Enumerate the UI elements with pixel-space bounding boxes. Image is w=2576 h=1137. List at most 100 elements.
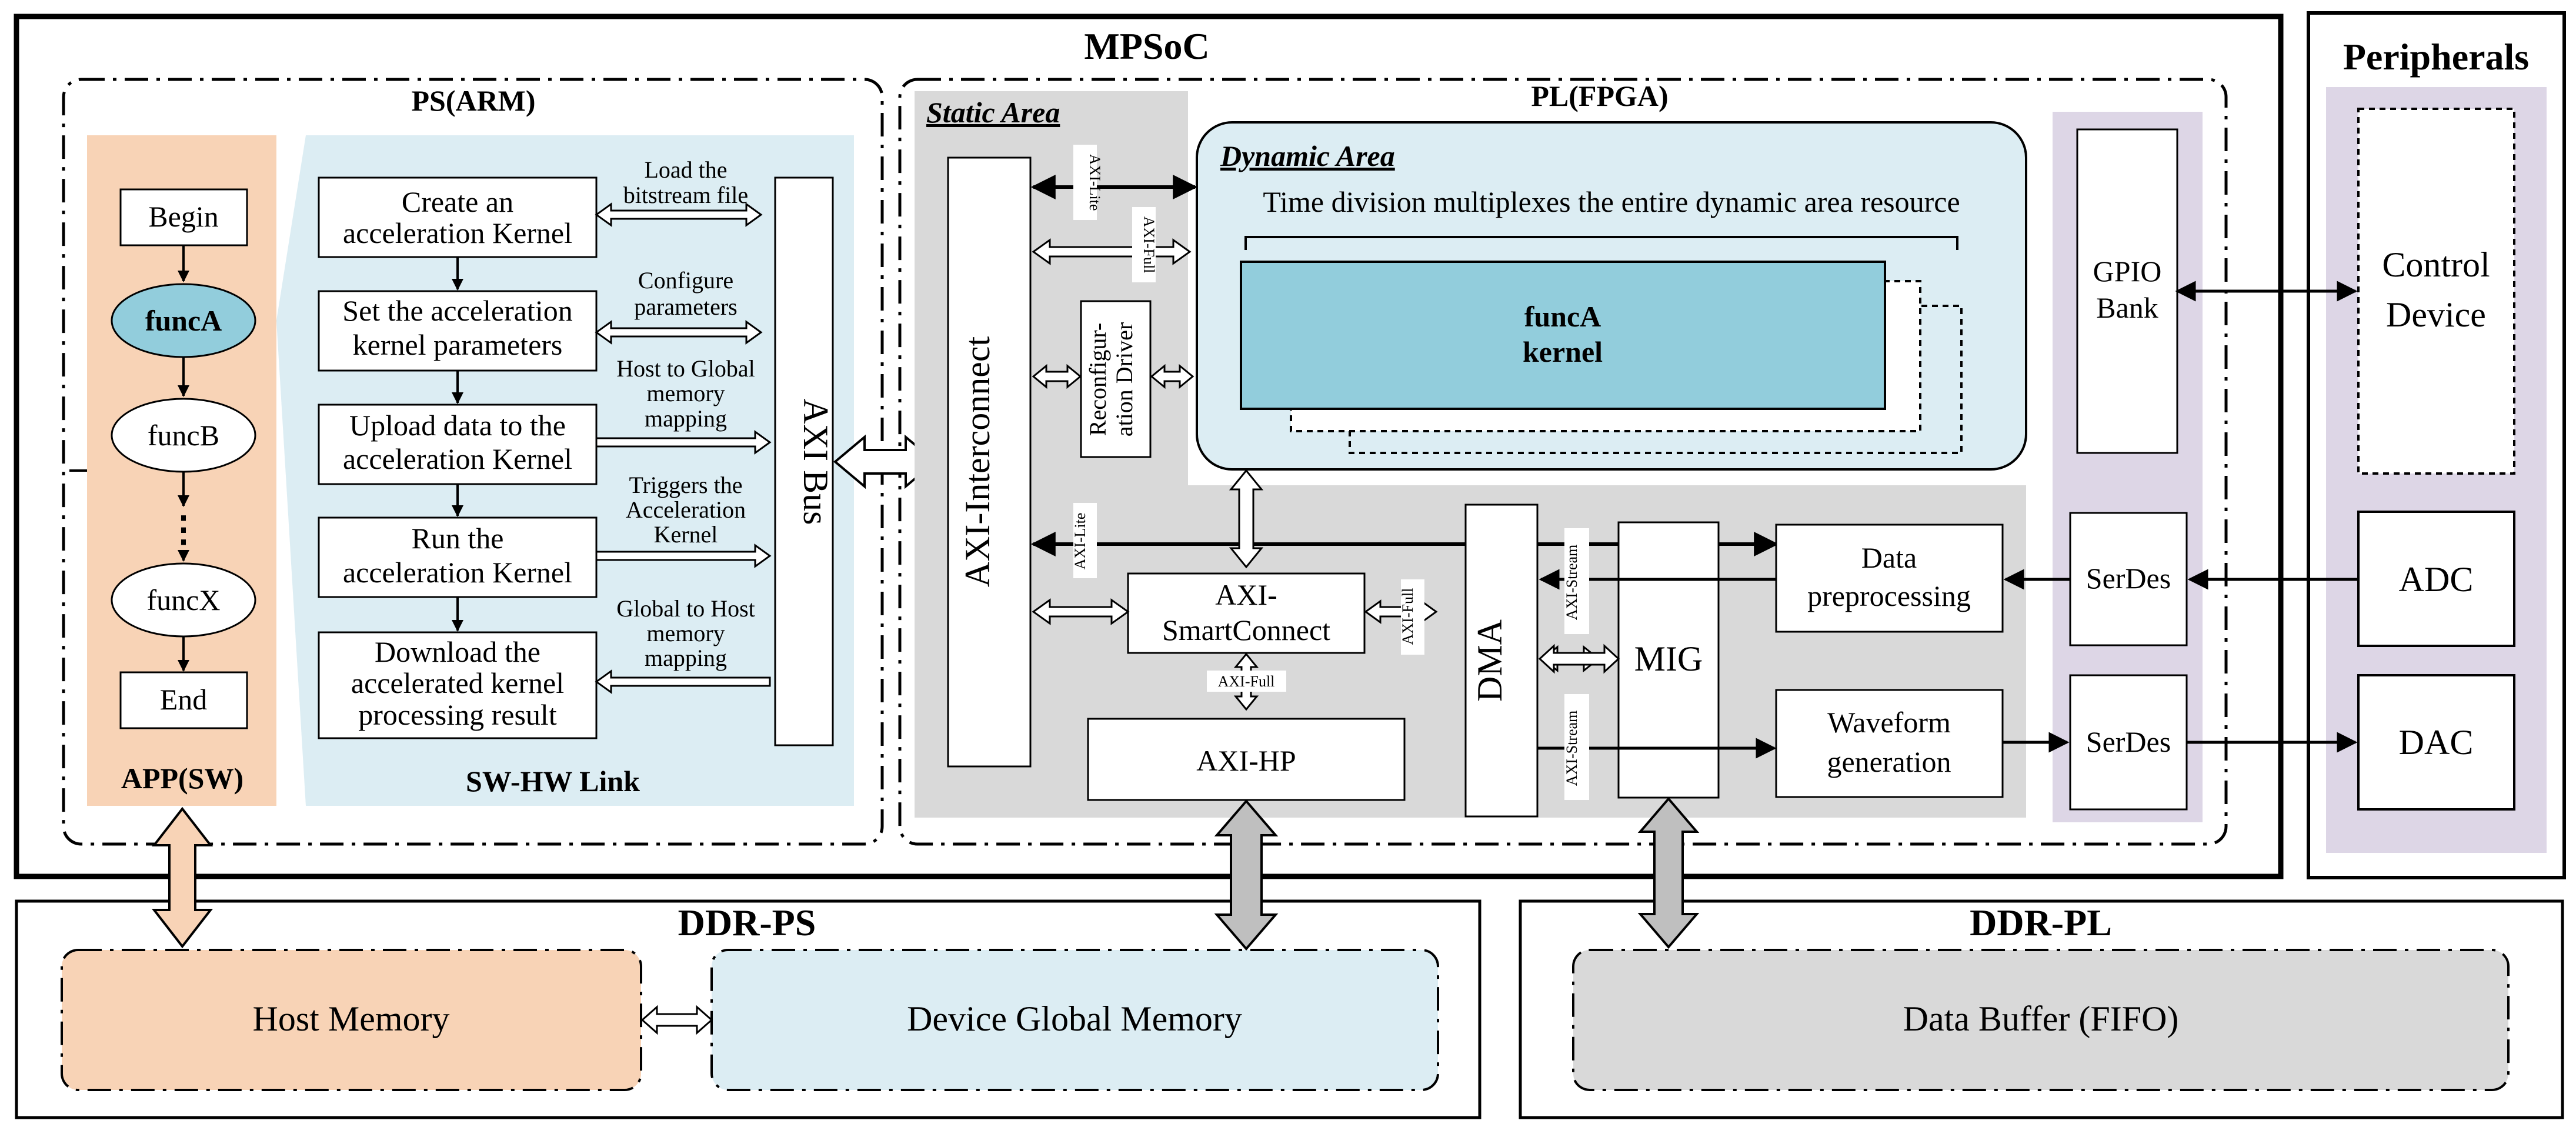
step-create-kernel <box>318 176 598 258</box>
link-label-trigger-l2: Acceleration <box>626 496 746 523</box>
dynamic-area-title: Dynamic Area <box>1220 139 1395 172</box>
pl-fpga-title: PL(FPGA) <box>1531 79 1668 112</box>
axi-bus-box <box>774 176 834 746</box>
bus-tag-full1-bg <box>1132 207 1156 282</box>
dma-box <box>1464 504 1539 818</box>
adc-box <box>2357 511 2515 647</box>
ps-arm-title: PS(ARM) <box>411 84 535 117</box>
gpio-bank-box <box>2076 128 2178 454</box>
step-run-kernel-l2: acceleration Kernel <box>343 556 572 589</box>
bus-tag-full2: AXI-Full <box>1399 588 1416 645</box>
dac-box <box>2357 674 2515 811</box>
io-arrows <box>2003 281 2358 753</box>
bus-tag-full2-bg <box>1401 579 1424 655</box>
step-download-result-l1: Download the <box>375 635 540 668</box>
data-preprocessing-l1: Data <box>1861 541 1917 574</box>
end-box <box>119 671 248 729</box>
link-label-load-l2: bitstream file <box>623 182 748 208</box>
waveform-generation-box <box>1775 689 2004 798</box>
app-host-mem-arrow <box>151 806 213 949</box>
bus-tag-full1: AXI-Full <box>1140 216 1157 274</box>
gpio-bank-l2: Bank <box>2096 291 2158 324</box>
data-preprocessing-l2: preprocessing <box>1807 579 1971 612</box>
axi-bus-label: AXI Bus <box>796 398 835 525</box>
host-device-mem-arrow <box>640 1005 713 1035</box>
bus-tag-lite1: AXI-Lite <box>1086 154 1103 211</box>
dma-label: DMA <box>1470 619 1509 702</box>
control-device-box <box>2357 108 2515 475</box>
funcA-kernel-box <box>1240 261 1886 410</box>
mpsoc-frame <box>14 14 2284 879</box>
step-upload-data-l1: Upload data to the <box>349 409 566 442</box>
ddr-ps-title: DDR-PS <box>678 902 816 943</box>
axi-smartconnect-box <box>1127 572 1366 654</box>
bus-tag-stream1: AXI-Stream <box>1563 545 1580 621</box>
bus-tag-stream2-bg <box>1564 694 1589 800</box>
link-label-h2g-l1: Host to Global <box>616 355 755 382</box>
bus-tag-lite2: AXI-Lite <box>1072 513 1089 570</box>
axi-interconnect-label: AXI-Interconnect <box>958 336 997 587</box>
mpsoc-title: MPSoC <box>1084 25 1209 67</box>
serdes-dac-box <box>2069 674 2188 811</box>
static-area-title: Static Area <box>926 96 1060 129</box>
axihp-ddr-ps-arrow <box>1214 799 1279 951</box>
funcA-kernel-l2: kernel <box>1523 335 1603 368</box>
bus-tag-stream1-bg <box>1564 528 1589 634</box>
mig-label: MIG <box>1634 639 1703 678</box>
gpio-bank-l1: GPIO <box>2093 255 2162 288</box>
axi-interconnect-box <box>947 156 1032 768</box>
reconfig-driver-box <box>1080 300 1152 458</box>
funcB-label: funcB <box>148 419 219 452</box>
bus-tag-lite2-bg <box>1073 503 1097 578</box>
bus-tag-stream2: AXI-Stream <box>1563 711 1580 786</box>
dynamic-brace <box>1244 236 1958 250</box>
serdes-adc-label: SerDes <box>2086 562 2171 595</box>
app-flow-arrows <box>69 245 189 672</box>
step-set-params-l2: kernel parameters <box>353 328 563 361</box>
dynamic-area-description: Time division multiplexes the entire dyn… <box>1263 185 1960 218</box>
axi-hp-label: AXI-HP <box>1196 744 1296 777</box>
link-label-g2h-l2: memory <box>646 620 725 646</box>
axi-smartconnect-l1: AXI- <box>1215 578 1277 611</box>
link-bus-arrows <box>595 202 772 694</box>
begin-label: Begin <box>148 200 218 233</box>
device-global-memory-label: Device Global Memory <box>907 999 1242 1038</box>
axi-hp-box <box>1087 718 1406 801</box>
ddr-pl-frame <box>1519 899 2564 1119</box>
axi-smartconnect-l2: SmartConnect <box>1162 613 1330 646</box>
step-download-result-l3: processing result <box>358 698 557 731</box>
peripherals-title: Peripherals <box>2343 36 2529 78</box>
step-create-kernel-l2: acceleration Kernel <box>343 216 572 249</box>
reconfig-driver-l1: Reconfigur- <box>1085 323 1111 436</box>
step-create-kernel-l1: Create an <box>402 185 513 218</box>
serdes-adc-box <box>2069 512 2188 646</box>
peripherals-frame <box>2307 11 2566 879</box>
bus-tag-full3-bg <box>1207 671 1286 692</box>
step-download-result <box>318 631 598 739</box>
link-label-trigger-l1: Triggers the <box>629 472 743 498</box>
step-run-kernel-l1: Run the <box>412 522 504 555</box>
waveform-generation-l2: generation <box>1827 745 1951 778</box>
data-buffer-box <box>1572 949 2510 1091</box>
begin-box <box>119 188 248 246</box>
waveform-generation-l1: Waveform <box>1827 706 1951 739</box>
link-label-config-l1: Configure <box>638 267 733 294</box>
mig-ddr-pl-arrow <box>1637 796 1700 949</box>
data-buffer-label: Data Buffer (FIFO) <box>1903 999 2179 1038</box>
ddr-pl-title: DDR-PL <box>1970 902 2112 943</box>
bus-tag-full3: AXI-Full <box>1218 673 1275 690</box>
control-device-l1: Control <box>2382 245 2490 284</box>
step-upload-data <box>318 404 598 485</box>
dma-mig-arrow <box>1538 643 1620 674</box>
link-label-h2g-l3: mapping <box>645 405 727 432</box>
control-device-l2: Device <box>2386 295 2486 334</box>
step-download-result-l2: accelerated kernel <box>351 666 564 699</box>
end-label: End <box>160 683 208 716</box>
link-label-trigger-l3: Kernel <box>654 521 718 548</box>
flow-ellipsis: ⋮ <box>166 510 201 549</box>
mig-box <box>1617 521 1720 799</box>
funcA-label: funcA <box>145 304 222 337</box>
app-sw-title: APP(SW) <box>121 762 243 795</box>
link-label-h2g-l2: memory <box>646 380 725 406</box>
